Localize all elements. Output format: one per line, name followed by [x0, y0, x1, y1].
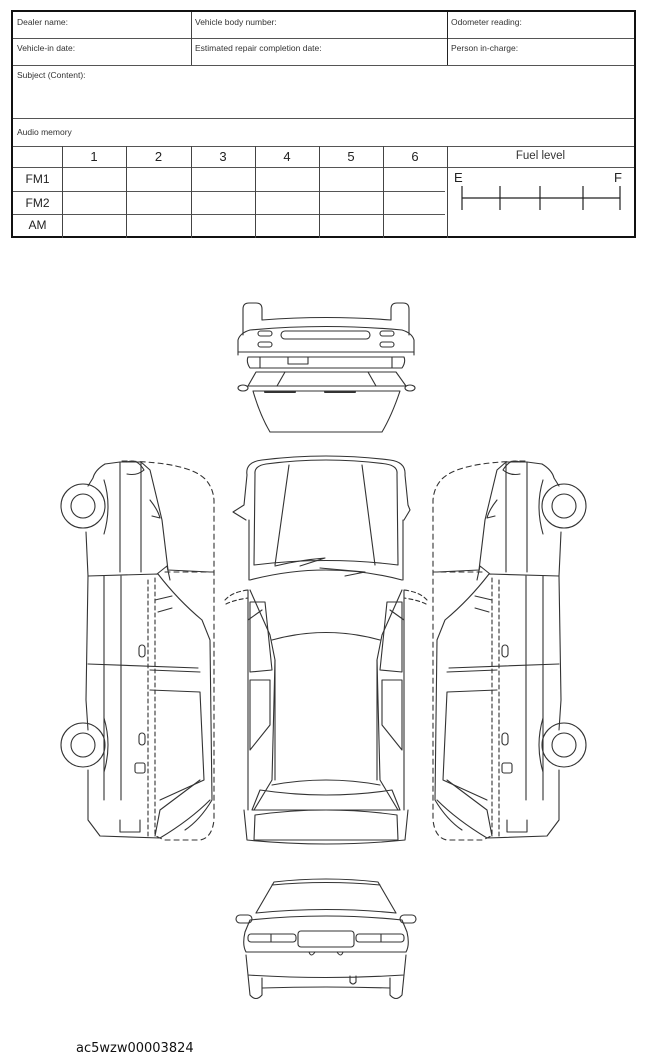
person-in-charge-label: Person in-charge: — [451, 43, 519, 53]
row-divider — [13, 38, 634, 39]
col-divider — [447, 146, 448, 238]
dealer-name-field[interactable]: Dealer name: — [13, 12, 191, 38]
col-divider — [62, 146, 63, 238]
figure-code: ac5wzw00003824 — [76, 1041, 194, 1056]
preset-header-5: 5 — [347, 149, 355, 164]
row-divider — [13, 191, 445, 192]
audio-memory-label: Audio memory — [17, 127, 72, 137]
col-divider — [319, 146, 320, 238]
row-divider — [13, 167, 634, 168]
band-label-fm1: FM1 — [25, 172, 50, 186]
preset-header-3: 3 — [219, 149, 227, 164]
inspection-form: Dealer name: Vehicle body number: Odomet… — [11, 10, 636, 238]
vehicle-damage-diagram — [60, 302, 587, 1000]
dealer-name-label: Dealer name: — [17, 17, 69, 27]
subject-label: Subject (Content): — [17, 70, 86, 80]
top-view[interactable] — [224, 455, 428, 845]
odometer-reading-label: Odometer reading: — [451, 17, 522, 27]
band-label-fm2: FM2 — [25, 196, 50, 210]
band-label-am: AM — [28, 218, 47, 232]
vehicle-body-number-field[interactable]: Vehicle body number: — [191, 12, 447, 38]
fuel-level-title: Fuel level — [515, 150, 566, 162]
vehicle-body-number-label: Vehicle body number: — [195, 17, 277, 27]
col-divider — [447, 12, 448, 65]
col-divider — [126, 146, 127, 238]
preset-header-4: 4 — [283, 149, 291, 164]
estimated-repair-completion-field[interactable]: Estimated repair completion date: — [191, 38, 447, 65]
audio-memory-section: Audio memory — [13, 118, 634, 146]
col-divider — [191, 146, 192, 238]
row-divider — [13, 65, 634, 66]
col-divider — [255, 146, 256, 238]
estimated-repair-completion-label: Estimated repair completion date: — [195, 43, 322, 53]
vehicle-in-date-label: Vehicle-in date: — [17, 43, 76, 53]
fuel-empty-label: E — [454, 170, 463, 185]
row-divider — [13, 214, 445, 215]
col-divider — [383, 146, 384, 238]
front-view[interactable] — [235, 878, 417, 1000]
odometer-reading-field[interactable]: Odometer reading: — [447, 12, 634, 38]
fuel-full-label: F — [614, 170, 622, 185]
row-divider — [13, 146, 634, 147]
row-divider — [13, 118, 634, 119]
col-divider — [191, 12, 192, 65]
right-side-view[interactable] — [432, 460, 587, 841]
preset-header-2: 2 — [154, 149, 163, 164]
left-side-view[interactable] — [60, 460, 215, 841]
fuel-gauge-scale[interactable] — [447, 167, 634, 238]
person-in-charge-field[interactable]: Person in-charge: — [447, 38, 634, 65]
audio-memory-grid[interactable] — [62, 167, 447, 238]
vehicle-in-date-field[interactable]: Vehicle-in date: — [13, 38, 191, 65]
rear-view[interactable] — [237, 302, 416, 433]
subject-field[interactable]: Subject (Content): — [13, 65, 634, 118]
preset-header-6: 6 — [411, 149, 419, 164]
preset-header-1: 1 — [90, 149, 98, 164]
